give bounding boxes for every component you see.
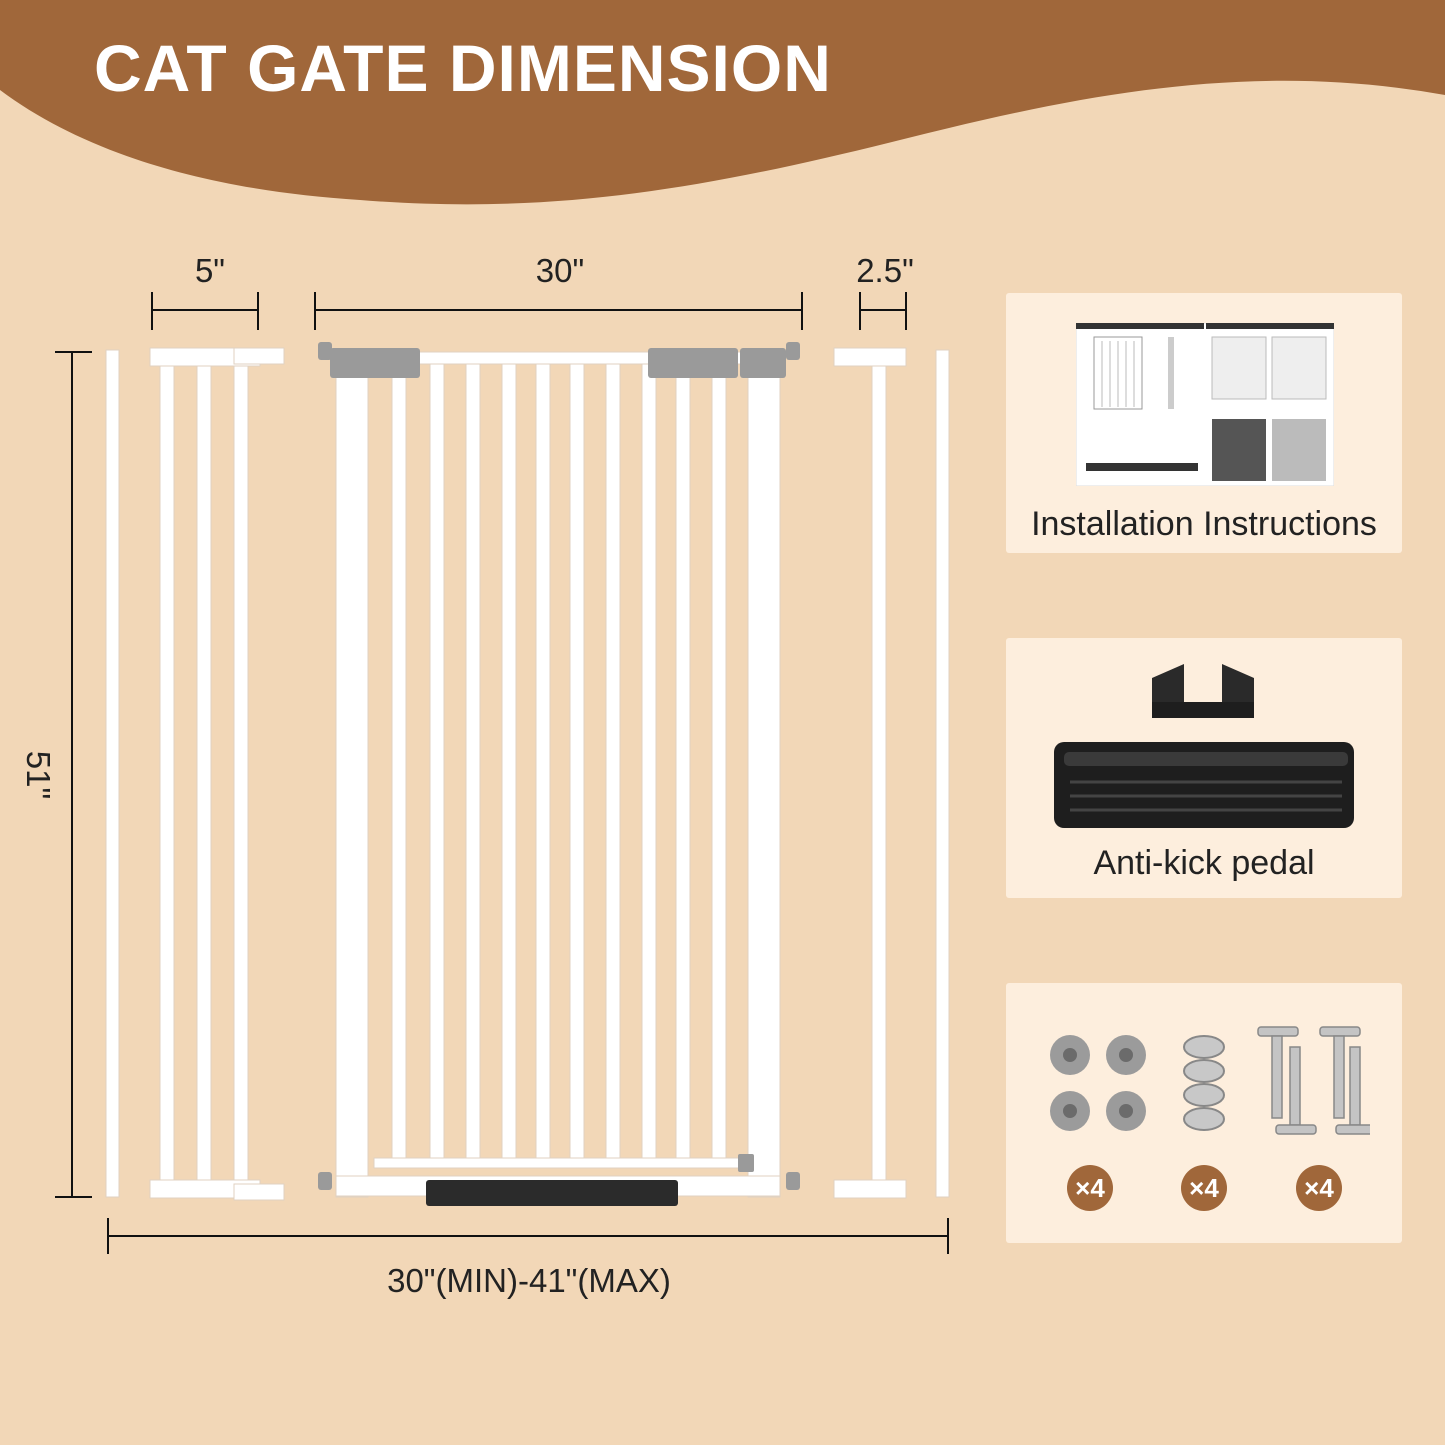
hardware-card: ×4 ×4 ×4 [1006,983,1402,1243]
extension-5-inch [149,347,285,1201]
pedal-card: Anti-kick pedal [1006,638,1402,898]
instructions-caption: Installation Instructions [1031,505,1377,543]
star-knob-icon [1050,1035,1146,1131]
dimension-height-label: 51" [20,750,58,800]
dimension-range-label: 30"(MIN)-41"(MAX) [387,1262,671,1299]
pedal-image [1054,664,1354,828]
manual-image [1076,323,1334,486]
washer-count: ×4 [1181,1165,1227,1211]
star-knob-count: ×4 [1067,1165,1113,1211]
hardware-image [1050,1026,1370,1135]
pedal-caption: Anti-kick pedal [1093,844,1315,882]
page-title: CAT GATE DIMENSION [94,31,832,105]
main-gate [335,351,781,1198]
bolt-count: ×4 [1296,1165,1342,1211]
extension-2-5-inch [833,347,907,1199]
washer-icon [1183,1035,1225,1131]
dimension-30-label: 30" [535,252,585,289]
dimension-5-label: 5" [194,252,226,289]
gate-illustration [55,292,950,1254]
instructions-card: Installation Instructions [1006,293,1402,553]
bolt-icon [1257,1026,1370,1135]
dimension-2-5-label: 2.5" [856,252,914,289]
